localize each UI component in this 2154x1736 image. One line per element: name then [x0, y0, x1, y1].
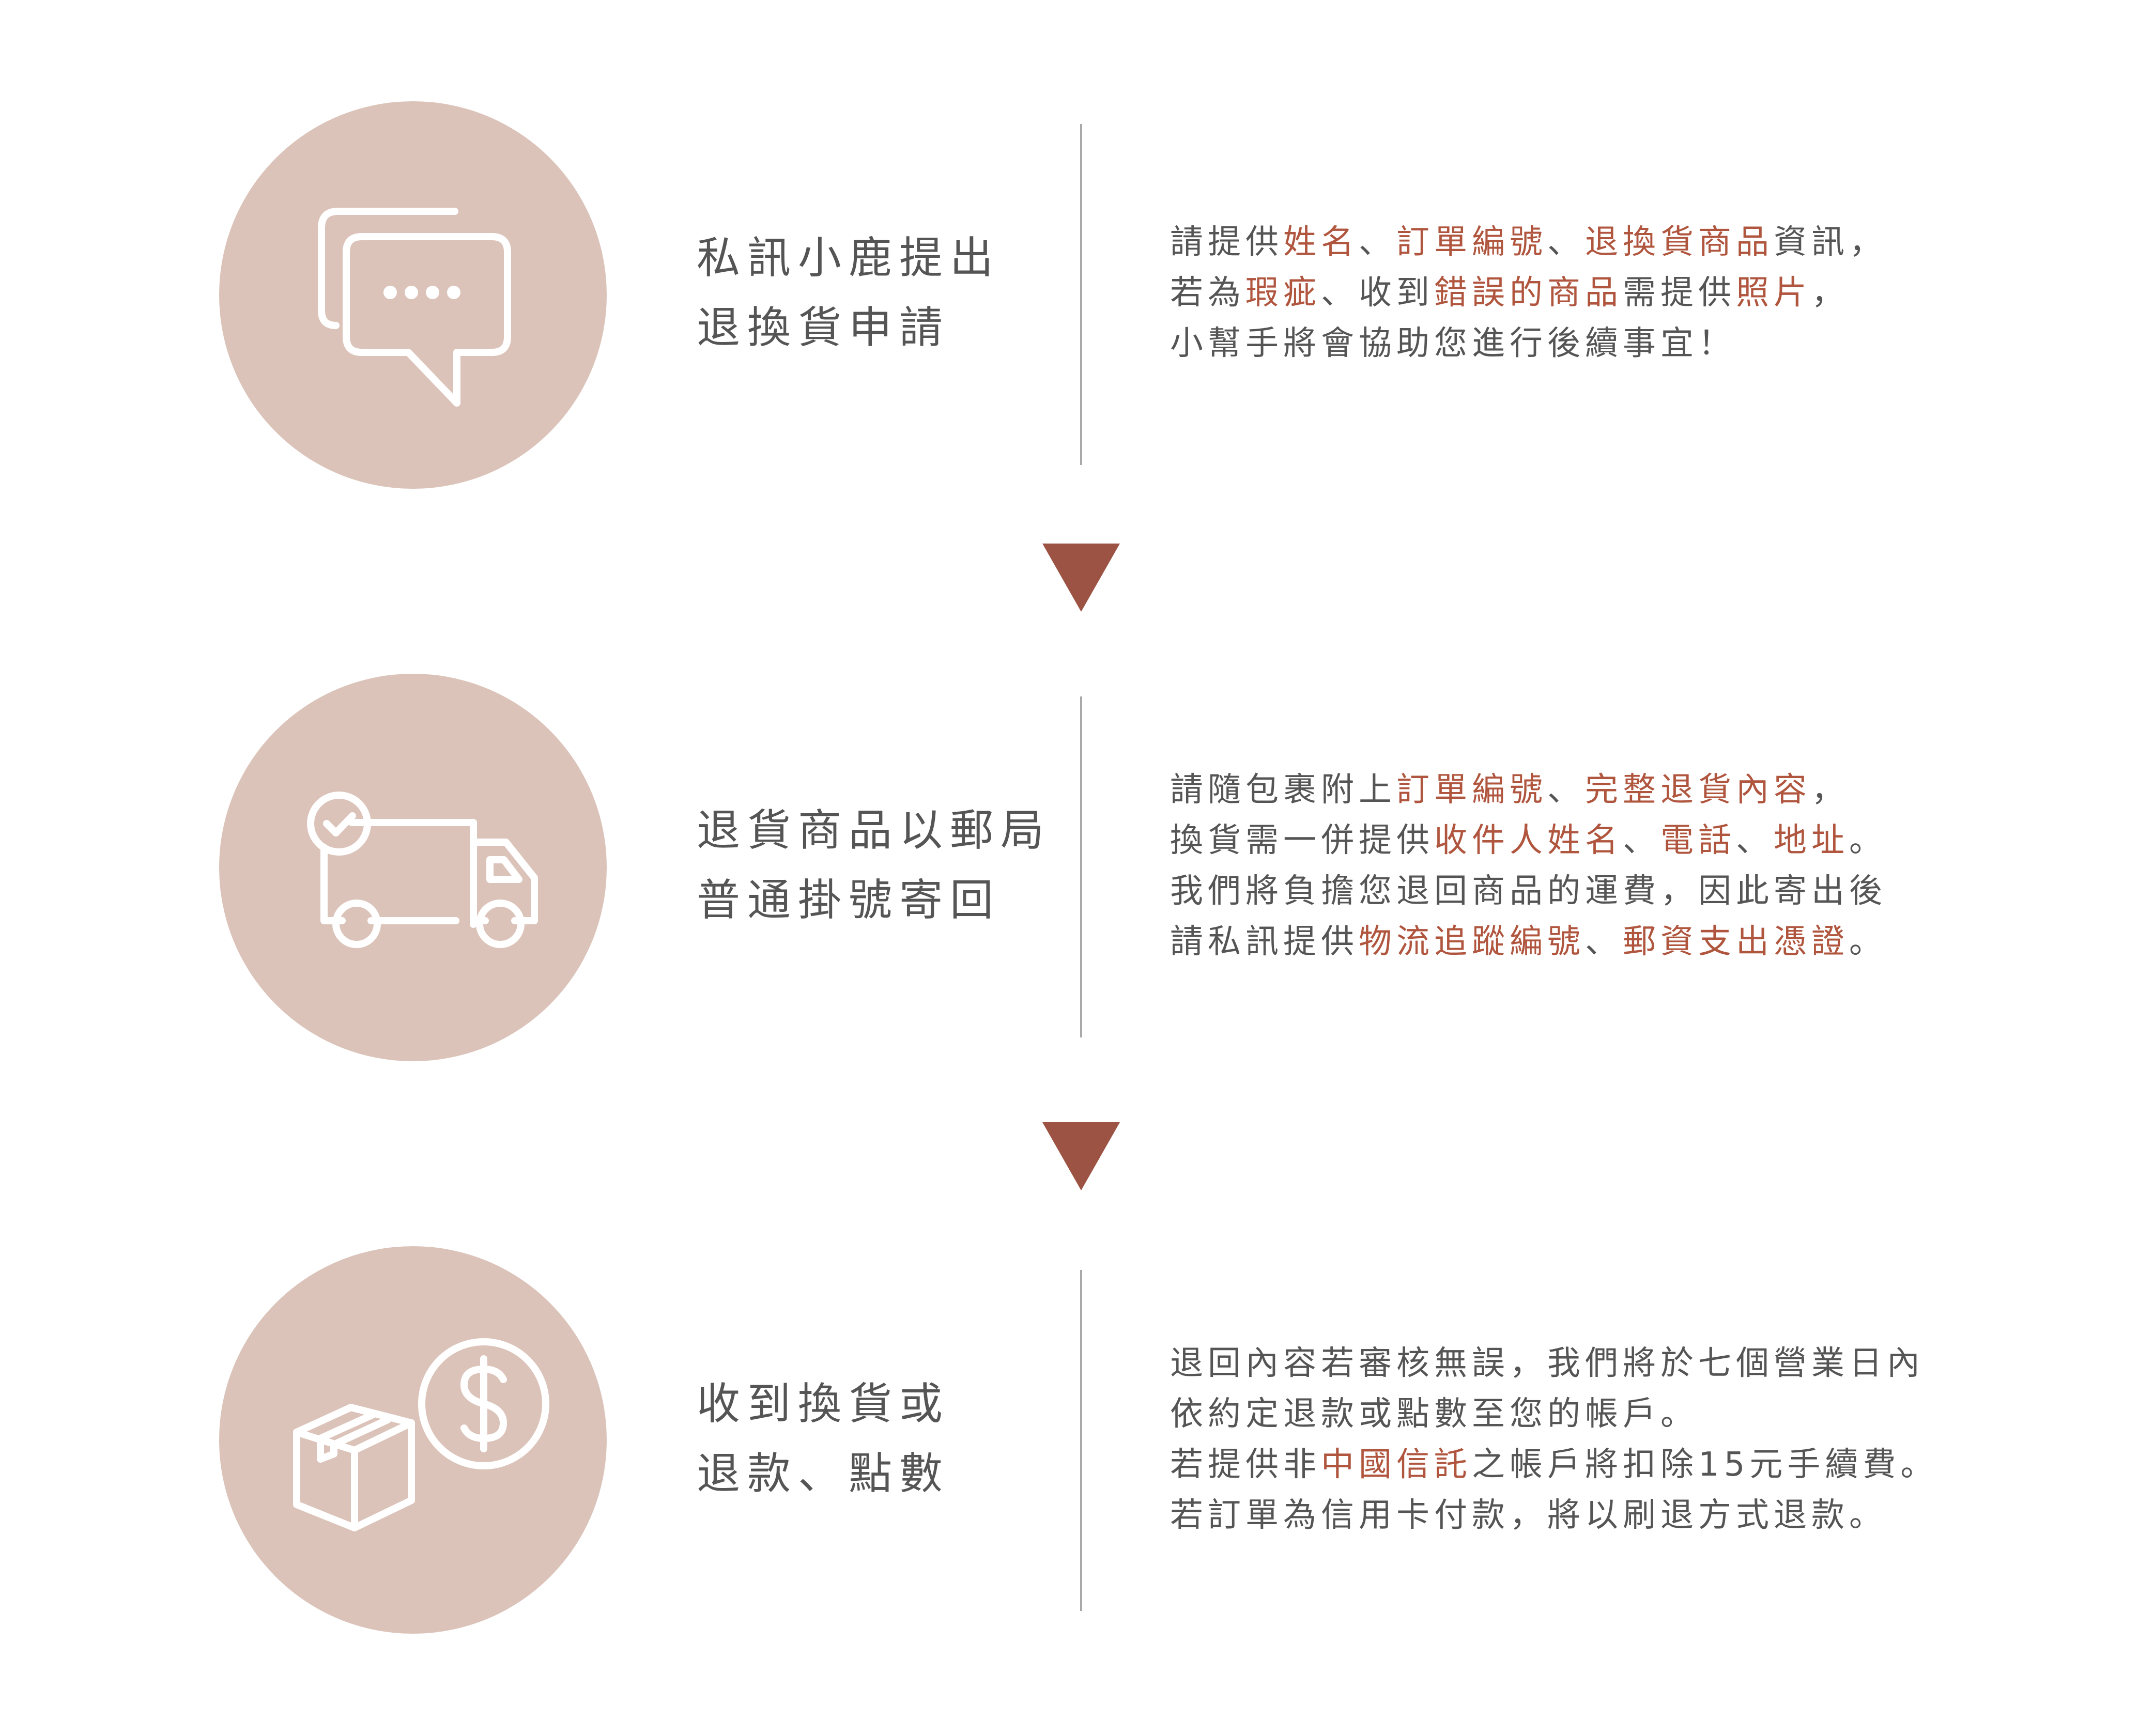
- desc-text: 、: [1736, 822, 1774, 860]
- desc-text: 若提供非: [1170, 1446, 1321, 1484]
- step-3-title-line-1: 收到換貨或: [697, 1378, 950, 1429]
- desc-text: 退回內容若審核無誤，我們將於七個營業日內: [1170, 1344, 1925, 1383]
- desc-text: 之帳戶將扣除15元手續費。: [1472, 1446, 1938, 1484]
- delivery-truck-icon: [307, 792, 538, 948]
- step-3-desc-line: 依約定退款或點數至您的帳戶。: [1170, 1389, 1938, 1439]
- desc-text: 我們將負擔您退回商品的運費，因此寄出後: [1170, 872, 1887, 910]
- step-2-desc-line: 請隨包裹附上訂單編號、完整退貨內容，: [1170, 765, 1887, 815]
- desc-text: 資訊，: [1774, 223, 1887, 261]
- desc-text: 若為: [1170, 274, 1245, 312]
- desc-highlight: 瑕疵: [1245, 274, 1321, 312]
- desc-text: 請私訊提供: [1170, 923, 1359, 961]
- step-1-desc-line: 若為瑕疵、收到錯誤的商品需提供照片，: [1170, 268, 1887, 318]
- step-3-description: 退回內容若審核無誤，我們將於七個營業日內 依約定退款或點數至您的帳戶。 若提供非…: [1170, 1338, 1938, 1541]
- step-2-title: 退貨商品以郵局 普通掛號寄回: [697, 796, 1051, 935]
- desc-text: 需提供: [1623, 274, 1736, 312]
- step-2-title-line-1: 退貨商品以郵局: [697, 805, 1052, 856]
- step-1-title-line-1: 私訊小鹿提出: [697, 233, 1001, 283]
- step-3-icon-circle: [219, 1246, 607, 1634]
- step-3-desc-line: 退回內容若審核無誤，我們將於七個營業日內: [1170, 1338, 1938, 1389]
- desc-text: 換貨需一併提供: [1170, 822, 1434, 860]
- desc-text: 。: [1849, 822, 1887, 860]
- step-2-title-line-2: 普通掛號寄回: [697, 875, 1001, 925]
- desc-text: 、: [1623, 822, 1660, 860]
- step-2-icon-circle: [219, 674, 607, 1061]
- desc-highlight: 物流追蹤編號: [1359, 923, 1585, 961]
- desc-highlight: 錯誤的商品: [1434, 274, 1623, 312]
- box-dollar-icon: [293, 1338, 549, 1531]
- desc-highlight: 收件人姓名: [1434, 822, 1623, 860]
- step-2-desc-line: 請私訊提供物流追蹤編號、郵資支出憑證。: [1170, 917, 1887, 967]
- step-1-divider: [1080, 124, 1082, 465]
- step-1-description: 請提供姓名、訂單編號、退換貨商品資訊， 若為瑕疵、收到錯誤的商品需提供照片， 小…: [1170, 217, 1887, 369]
- step-1-title-line-2: 退換貨申請: [697, 302, 950, 353]
- desc-highlight: 姓名: [1283, 223, 1359, 261]
- desc-text: ，: [1811, 771, 1849, 809]
- desc-highlight: 地址: [1774, 822, 1849, 860]
- desc-text: 請隨包裹附上: [1170, 771, 1396, 809]
- step-1-title: 私訊小鹿提出 退換貨申請: [697, 223, 1001, 363]
- desc-text: 。: [1849, 923, 1887, 961]
- desc-text: 依約定退款或點數至您的帳戶。: [1170, 1395, 1698, 1433]
- down-arrow-icon: [1042, 1122, 1120, 1190]
- desc-text: 、收到: [1321, 274, 1434, 312]
- desc-text: 、: [1547, 223, 1585, 261]
- desc-highlight: 完整退貨內容: [1585, 771, 1811, 809]
- step-3-title-line-2: 退款、點數: [697, 1448, 950, 1499]
- chat-bubble-icon: [318, 208, 511, 407]
- desc-highlight: 電話: [1660, 822, 1736, 860]
- step-3-title: 收到換貨或 退款、點數: [697, 1369, 950, 1509]
- desc-highlight: 中國信託: [1321, 1446, 1472, 1484]
- step-3-divider: [1080, 1270, 1082, 1611]
- desc-highlight: 訂單編號: [1396, 771, 1547, 809]
- step-1-desc-line: 請提供姓名、訂單編號、退換貨商品資訊，: [1170, 217, 1887, 268]
- desc-text: 、: [1359, 223, 1396, 261]
- step-2-description: 請隨包裹附上訂單編號、完整退貨內容， 換貨需一併提供收件人姓名、電話、地址。 我…: [1170, 765, 1887, 967]
- step-1-desc-line: 小幫手將會協助您進行後續事宜！: [1170, 318, 1887, 369]
- desc-text: 、: [1547, 771, 1585, 809]
- step-3-desc-line: 若訂單為信用卡付款，將以刷退方式退款。: [1170, 1490, 1938, 1541]
- down-arrow-icon: [1042, 544, 1120, 612]
- desc-highlight: 郵資支出憑證: [1623, 923, 1849, 961]
- step-2-desc-line: 換貨需一併提供收件人姓名、電話、地址。: [1170, 815, 1887, 866]
- step-1-icon-circle: [219, 101, 607, 489]
- desc-text: 、: [1585, 923, 1623, 961]
- desc-text: 請提供: [1170, 223, 1283, 261]
- desc-highlight: 退換貨商品: [1585, 223, 1774, 261]
- step-2-desc-line: 我們將負擔您退回商品的運費，因此寄出後: [1170, 866, 1887, 917]
- desc-highlight: 照片: [1736, 274, 1811, 312]
- step-3-desc-line: 若提供非中國信託之帳戶將扣除15元手續費。: [1170, 1439, 1938, 1490]
- desc-text: 若訂單為信用卡付款，將以刷退方式退款。: [1170, 1496, 1887, 1535]
- desc-highlight: 訂單編號: [1396, 223, 1547, 261]
- desc-text: ，: [1811, 274, 1849, 312]
- desc-text: 小幫手將會協助您進行後續事宜！: [1170, 324, 1736, 363]
- step-2-divider: [1080, 696, 1082, 1037]
